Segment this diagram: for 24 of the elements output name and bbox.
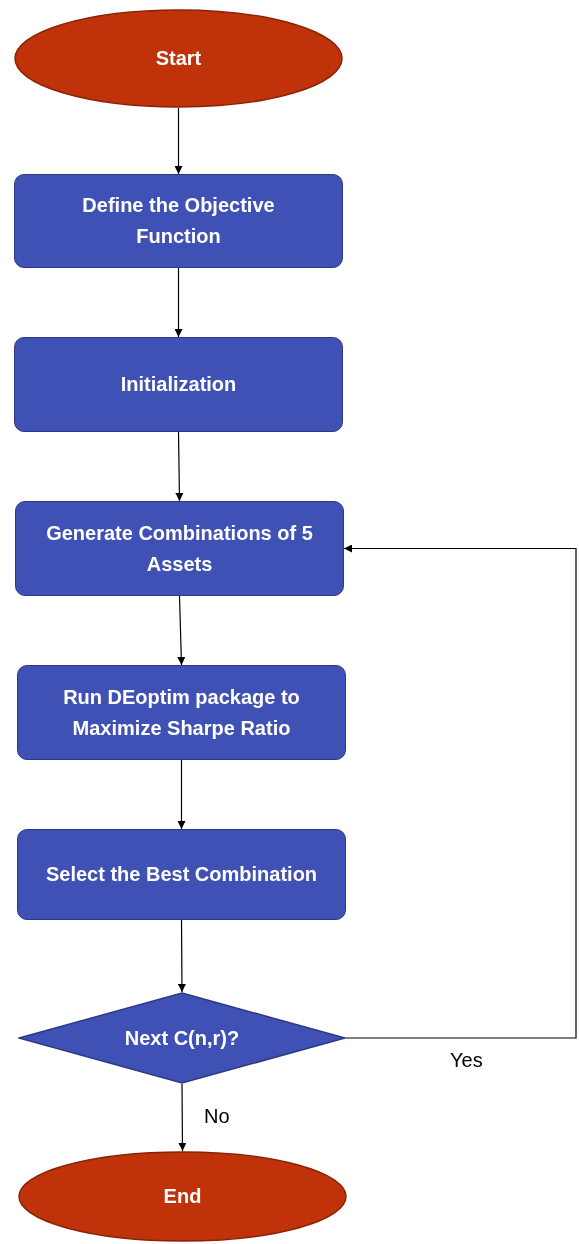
arrow — [174, 107, 183, 175]
terminal-ellipse — [18, 1151, 347, 1242]
arrow — [178, 1083, 187, 1152]
arrow — [174, 267, 183, 338]
arrow — [177, 919, 186, 993]
process-box — [17, 665, 346, 760]
arrow — [343, 544, 577, 1039]
arrow — [175, 431, 184, 502]
node-label: Generate Combinations of 5 Assets — [45, 520, 314, 577]
decision-diamond — [18, 992, 346, 1084]
process-box — [14, 174, 343, 268]
node-label: Next C(n,r)? — [123, 1025, 241, 1051]
arrow — [177, 595, 186, 666]
node-label: Select the Best Combination — [44, 862, 319, 887]
node-label: Start — [154, 46, 203, 71]
node-label: Run DEoptim package to Maximize Sharpe Ratio — [62, 684, 301, 741]
arrow — [177, 759, 186, 830]
process-box — [14, 337, 343, 432]
node-label: Initialization — [119, 372, 238, 397]
node-label: Define the Objective Function — [81, 193, 276, 249]
process-box — [15, 501, 344, 596]
process-box — [17, 829, 346, 920]
node-label: End — [162, 1184, 203, 1209]
terminal-ellipse — [14, 9, 343, 108]
